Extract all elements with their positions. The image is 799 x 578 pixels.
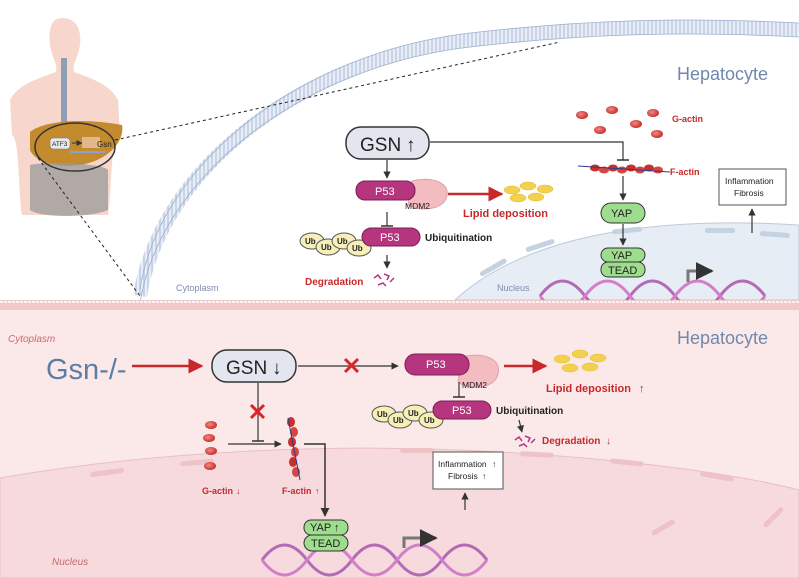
f-actin-label-bottom: F-actin [282, 486, 312, 496]
svg-text:Ub: Ub [321, 243, 332, 252]
ubiquitination-label-bottom: Ubiquitination [496, 406, 563, 417]
ubiquitin-chain-top: Ub Ub Ub Ub [299, 232, 372, 257]
p53-box-bottom [404, 353, 470, 376]
f-actin-label-top: F-actin [670, 167, 700, 177]
cytoplasm-label-top: Cytoplasm [176, 283, 219, 293]
svg-text:Ub: Ub [377, 410, 388, 419]
cytoplasm-label-bottom: Cytoplasm [8, 334, 55, 345]
f-actin-top [577, 164, 671, 174]
tead-label-top: TEAD [608, 265, 637, 277]
p53-box-top [355, 180, 416, 201]
fibrosis-arrow-bottom: ↑ [482, 471, 486, 481]
gsn-up-arrow: ↑ [406, 135, 416, 156]
hepatocyte-title-top: Hepatocyte [677, 64, 768, 84]
degradation-label-bottom: Degradation [542, 436, 600, 447]
transcription-arrow-bottom [402, 529, 438, 548]
svg-text:Ub: Ub [393, 416, 404, 425]
g-actin-bottom [203, 421, 217, 470]
fibrosis-label-bottom: Fibrosis [448, 471, 478, 481]
gsn-up-label: GSN [360, 135, 401, 156]
svg-text:Ub: Ub [424, 416, 435, 425]
hepatocyte-title-bottom: Hepatocyte [677, 328, 768, 348]
degradation-label-top: Degradation [305, 277, 363, 288]
blocked-mark-actin [249, 403, 266, 420]
tead-box-top [600, 261, 646, 278]
top-panel: Hepatocyte Cytoplasm Nucleus GSN ↑ G-act… [133, 19, 799, 313]
atf3-label: ATF3 [52, 141, 68, 148]
zoom-line-upper [114, 41, 561, 141]
yap-box-top [600, 202, 646, 224]
mdm2-blob-top [407, 178, 448, 210]
gsn-down-box [211, 349, 297, 383]
mdm2-label-top: MDM2 [405, 201, 430, 211]
degraded-fragments-top [373, 273, 395, 287]
gsn-to-factin-line [430, 141, 624, 160]
transcription-arrow-top [686, 262, 714, 282]
p53-ub-box-top [361, 227, 421, 247]
gsn-down-label: GSN [226, 358, 267, 379]
degraded-fragments-bottom [514, 435, 536, 448]
lipid-arrow-bottom: ↑ [639, 383, 645, 395]
p53-label-bottom: P53 [426, 359, 446, 371]
g-actin-top [576, 106, 663, 138]
liver-zoom-ellipse [34, 122, 116, 172]
cell-membrane [133, 20, 799, 298]
zoom-line-lower [37, 157, 141, 297]
nuclear-pores-bottom [90, 448, 784, 536]
svg-text:Ub: Ub [408, 409, 419, 418]
factin-to-yap-arrow [304, 443, 330, 517]
yap-label-top: YAP [611, 208, 632, 220]
bottom-panel: Cytoplasm Nucleus Hepatocyte Gsn-/- GSN … [0, 300, 799, 578]
fibrosis-label-top: Fibrosis [734, 188, 764, 198]
inflammation-box-bottom [432, 451, 504, 490]
gsn-down-arrow: ↓ [272, 358, 282, 379]
inflammation-box-top [718, 168, 787, 206]
dna-bottom [260, 543, 489, 577]
lipid-droplets-top [503, 181, 554, 203]
mdm2-label-bottom: MDM2 [462, 380, 487, 390]
nuclear-pores [479, 226, 790, 277]
p53-label-top: P53 [375, 186, 395, 198]
lipid-label-bottom: Lipid deposition [546, 383, 631, 395]
degradation-arrow-bottom: ↓ [606, 436, 611, 447]
nucleus-label-top: Nucleus [497, 283, 530, 293]
f-actin-bottom [287, 417, 301, 481]
lipid-droplets-bottom [553, 349, 607, 373]
inflammation-label-top: Inflammation [725, 176, 774, 186]
g-actin-arrow-bottom: ↓ [236, 486, 241, 496]
yap-arrow-bottom: ↑ [334, 522, 340, 534]
gsn-inset-label: Gsn [97, 140, 112, 149]
tead-label-bottom: TEAD [311, 538, 340, 550]
ubiquitination-label-top: Ubiquitination [425, 233, 492, 244]
svg-text:Ub: Ub [337, 237, 348, 246]
g-actin-label-top: G-actin [672, 114, 703, 124]
svg-text:Ub: Ub [352, 244, 363, 253]
inflammation-label-bottom: Inflammation [438, 459, 487, 469]
inflammation-arrow-bottom: ↑ [492, 459, 496, 469]
yap-label-bottom: YAP [310, 522, 331, 534]
p53-ub-label-top: P53 [380, 232, 400, 244]
human-body-inset: ATF3 Gsn [10, 18, 561, 297]
gsn-knockout-label: Gsn-/- [46, 354, 127, 386]
tead-box-bottom [303, 534, 349, 552]
p53-ub-label-bottom: P53 [452, 405, 472, 417]
g-actin-label-bottom: G-actin [202, 486, 233, 496]
lipid-label-top: Lipid deposition [463, 208, 548, 220]
gsn-up-box [345, 126, 430, 160]
blocked-mark-p53 [343, 357, 360, 374]
svg-text:Ub: Ub [305, 237, 316, 246]
p53-ub-box-bottom [432, 400, 492, 420]
nucleus-label-bottom: Nucleus [52, 557, 88, 568]
yap-nuclear-label-top: YAP [611, 250, 632, 262]
intestine-shape [30, 163, 108, 216]
f-actin-arrow-bottom: ↑ [315, 486, 320, 496]
trachea [61, 58, 67, 133]
